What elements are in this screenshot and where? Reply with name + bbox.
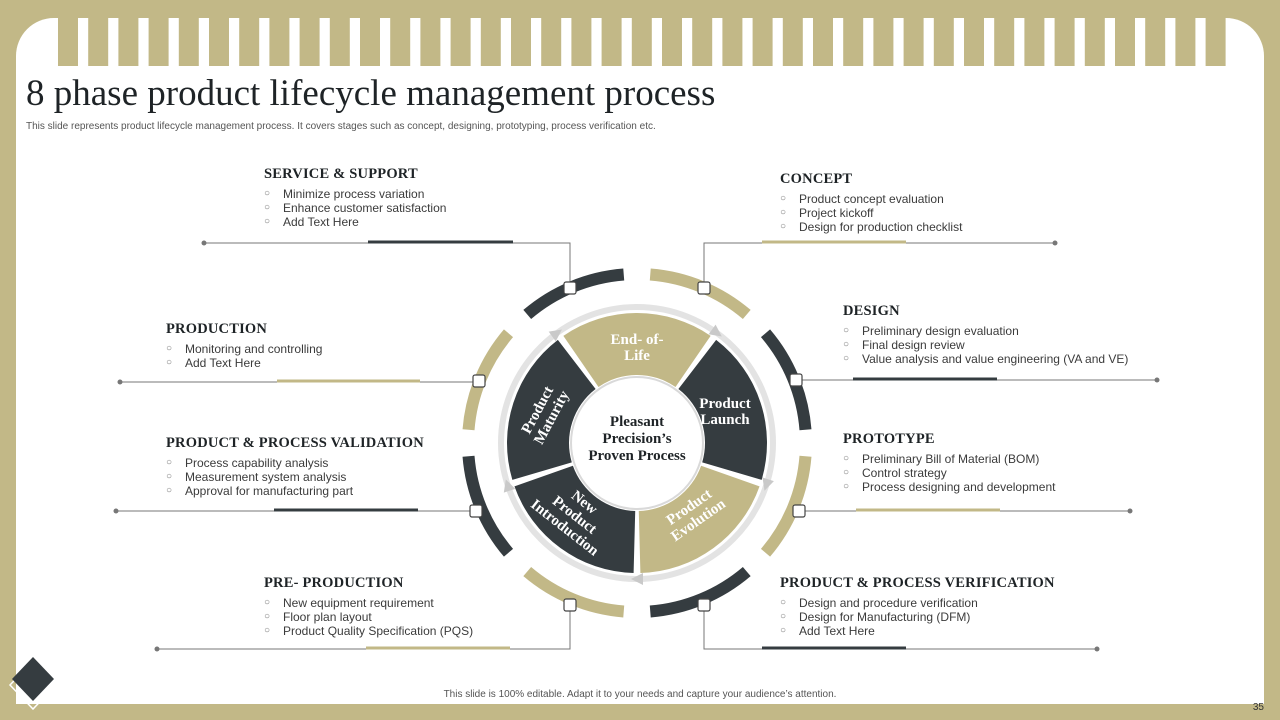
page-title: 8 phase product lifecycle management pro… [26, 73, 716, 114]
connector-verification [703, 605, 1097, 650]
phase-title: CONCEPT [780, 171, 853, 187]
ring-arrow-icon [762, 477, 774, 491]
list-item: Monitoring and controlling [166, 342, 322, 356]
phase-pre-production: PRE- PRODUCTION New equipment requiremen… [264, 575, 473, 638]
list-item: Control strategy [843, 466, 1055, 480]
center-label-line1: Pleasant [610, 414, 664, 430]
svg-text:Life: Life [624, 348, 650, 364]
list-item: Enhance customer satisfaction [264, 201, 446, 215]
svg-text:Product: Product [699, 396, 750, 412]
segment-new-product-introduction [514, 465, 636, 573]
ring-arrow-icon [708, 324, 722, 337]
outer-ring-arcs [462, 268, 812, 618]
ring-arrow-icon [548, 329, 562, 342]
list-item: Preliminary Bill of Material (BOM) [843, 452, 1055, 466]
list-item: Final design review [843, 338, 1128, 352]
list-item: Add Text Here [166, 356, 322, 370]
arc-concept [649, 268, 751, 320]
ring-arrow-icon [631, 573, 643, 585]
ring-markers [469, 281, 806, 612]
arc-service-support [523, 268, 625, 320]
arc-validation [462, 455, 514, 557]
connector-end-dots [113, 240, 1160, 652]
list-item: Value analysis and value engineering (VA… [843, 352, 1128, 366]
list-item: Process capability analysis [166, 456, 424, 470]
list-item: Product concept evaluation [780, 192, 962, 206]
arc-prototype [760, 455, 812, 557]
phase-service-support: SERVICE & SUPPORT Minimize process varia… [264, 166, 446, 229]
arc-verification [649, 566, 751, 618]
center-circle [570, 376, 704, 510]
phase-production: PRODUCTION Monitoring and controlling Ad… [166, 321, 322, 370]
list-item: Design and procedure verification [780, 596, 1055, 610]
phase-verification: PRODUCT & PROCESS VERIFICATION Design an… [780, 575, 1055, 638]
segment-product-evolution [638, 465, 760, 573]
segment-label-end-of-life: End- of- Life [611, 332, 664, 364]
ring-arrow-icon [503, 479, 516, 493]
center-label-line3: Proven Process [588, 448, 686, 464]
list-item: Floor plan layout [264, 610, 473, 624]
segment-label-new-product-introduction: New Product Introduction [527, 488, 602, 560]
list-item: Design for production checklist [780, 220, 962, 234]
phase-title: PRODUCTION [166, 321, 268, 337]
decorative-border-stripes [58, 18, 1226, 66]
arc-production [462, 329, 514, 431]
segment-product-launch [678, 339, 767, 480]
list-item: Design for Manufacturing (DFM) [780, 610, 1055, 624]
list-item: New equipment requirement [264, 596, 473, 610]
center-label-line2: Precision’s [602, 431, 671, 447]
list-item: Approval for manufacturing part [166, 484, 424, 498]
inner-segments [507, 312, 767, 573]
phase-title: SERVICE & SUPPORT [264, 166, 418, 182]
page-number: 35 [1252, 702, 1264, 713]
phase-title: PRODUCT & PROCESS VERIFICATION [780, 575, 1055, 591]
phase-title: PRODUCT & PROCESS VALIDATION [166, 435, 424, 451]
svg-text:Launch: Launch [700, 412, 750, 428]
list-item: Measurement system analysis [166, 470, 424, 484]
segment-product-maturity [507, 339, 596, 480]
phase-title: PROTOTYPE [843, 431, 935, 447]
middle-ring [498, 304, 776, 585]
arc-pre-production [523, 566, 625, 618]
segment-end-of-life [563, 312, 711, 387]
page-subtitle: This slide represents product lifecycle … [26, 121, 656, 132]
segment-label-product-launch: Product Launch [699, 396, 750, 428]
phase-prototype: PROTOTYPE Preliminary Bill of Material (… [843, 431, 1055, 494]
phase-concept: CONCEPT Product concept evaluation Proje… [780, 171, 962, 234]
list-item: Preliminary design evaluation [843, 324, 1128, 338]
list-item: Process designing and development [843, 480, 1055, 494]
connector-pre-production [157, 605, 571, 650]
phase-validation: PRODUCT & PROCESS VALIDATION Process cap… [166, 435, 424, 498]
list-item: Add Text Here [780, 624, 1055, 638]
accent-bars [274, 240, 1000, 650]
list-item: Project kickoff [780, 206, 962, 220]
connector-service-support [204, 242, 571, 288]
connector-concept [703, 242, 1055, 288]
footer-note: This slide is 100% editable. Adapt it to… [443, 689, 837, 700]
phase-design: DESIGN Preliminary design evaluation Fin… [843, 303, 1128, 366]
arc-design [760, 329, 812, 431]
phase-title: PRE- PRODUCTION [264, 575, 404, 591]
list-item: Minimize process variation [264, 187, 446, 201]
svg-text:End- of-: End- of- [611, 332, 664, 348]
list-item: Product Quality Specification (PQS) [264, 624, 473, 638]
list-item: Add Text Here [264, 215, 446, 229]
phase-title: DESIGN [843, 303, 900, 319]
diamond-logo-icon [8, 657, 58, 711]
